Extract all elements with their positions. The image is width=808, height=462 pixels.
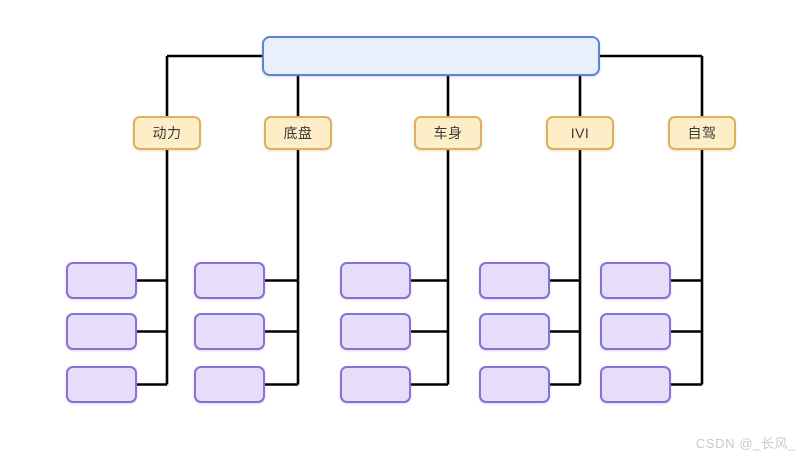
- category-node-底盘[interactable]: 底盘: [264, 116, 332, 150]
- leaf-node-车身-2[interactable]: [340, 313, 411, 350]
- leaf-node-车身-1[interactable]: [340, 262, 411, 299]
- leaf-node-自驾-1[interactable]: [600, 262, 671, 299]
- category-node-底盘-label: 底盘: [283, 125, 313, 141]
- leaf-node-底盘-3[interactable]: [194, 366, 265, 403]
- leaf-node-动力-3[interactable]: [66, 366, 137, 403]
- category-node-车身-label: 车身: [433, 125, 463, 141]
- category-node-ivi[interactable]: IVI: [546, 116, 614, 150]
- leaf-node-自驾-3[interactable]: [600, 366, 671, 403]
- watermark-label: CSDN @_长风_: [695, 436, 796, 451]
- leaf-node-自驾-2[interactable]: [600, 313, 671, 350]
- category-node-ivi-label: IVI: [570, 125, 590, 141]
- leaf-node-ivi-2[interactable]: [479, 313, 550, 350]
- category-node-动力-label: 动力: [152, 125, 182, 141]
- leaf-node-底盘-1[interactable]: [194, 262, 265, 299]
- leaf-node-车身-3[interactable]: [340, 366, 411, 403]
- leaf-node-动力-1[interactable]: [66, 262, 137, 299]
- leaf-node-动力-2[interactable]: [66, 313, 137, 350]
- leaf-node-底盘-2[interactable]: [194, 313, 265, 350]
- leaf-node-ivi-3[interactable]: [479, 366, 550, 403]
- category-node-动力[interactable]: 动力: [133, 116, 201, 150]
- category-node-自驾-label: 自驾: [687, 125, 717, 141]
- category-node-车身[interactable]: 车身: [414, 116, 482, 150]
- root-node[interactable]: [262, 36, 600, 76]
- leaf-node-ivi-1[interactable]: [479, 262, 550, 299]
- category-node-自驾[interactable]: 自驾: [668, 116, 736, 150]
